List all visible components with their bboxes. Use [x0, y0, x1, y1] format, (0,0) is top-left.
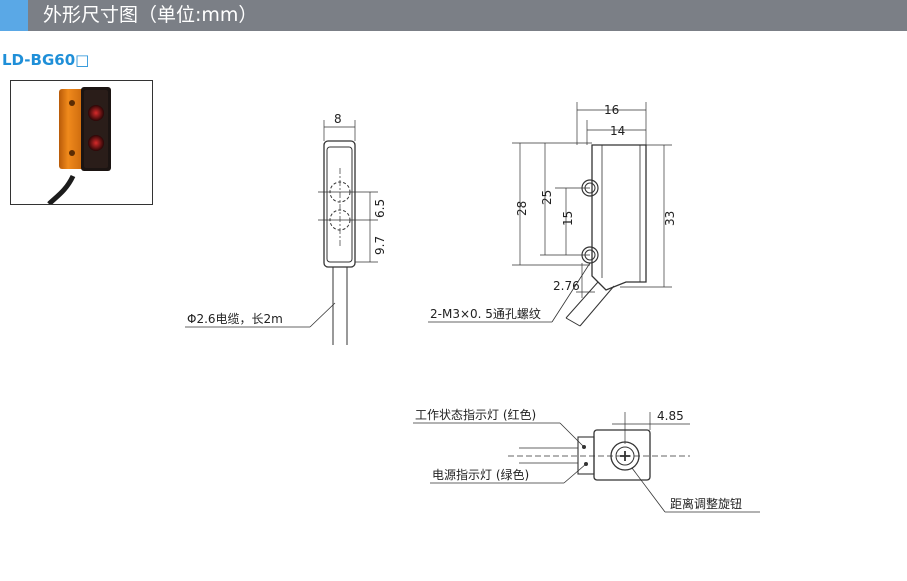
top-view — [413, 412, 760, 513]
dim-side-right-height: 33 — [663, 211, 677, 226]
page-title: 外形尺寸图（单位:mm） — [43, 4, 258, 26]
dim-side-hole-offset: 2.76 — [553, 279, 580, 293]
front-view — [318, 120, 378, 345]
product-photo — [10, 80, 153, 205]
dim-side-left-height: 28 — [515, 201, 529, 216]
adjust-knob-label: 距离调整旋钮 — [670, 496, 742, 511]
work-indicator-label: 工作状态指示灯 (红色) — [415, 407, 536, 422]
section-header-bar: 外形尺寸图（单位:mm） — [0, 0, 907, 31]
dim-top-knob-offset: 4.85 — [657, 409, 684, 423]
dim-side-hole-to-top: 25 — [540, 190, 554, 205]
cable-label: Φ2.6电缆，长2m — [187, 312, 283, 326]
dim-side-hole-spacing: 15 — [561, 211, 575, 226]
dim-front-width: 8 — [334, 112, 342, 126]
dim-side-body-width: 14 — [610, 124, 625, 138]
dim-front-lower-spacing: 9.7 — [373, 236, 387, 255]
power-indicator-dot — [584, 462, 588, 466]
sensor-photo-illustration — [47, 87, 111, 204]
thread-label: 2-M3×0. 5通孔螺纹 — [430, 307, 541, 321]
work-indicator-dot — [582, 445, 586, 449]
side-view — [512, 102, 672, 327]
dim-side-total-width: 16 — [604, 103, 619, 117]
power-indicator-label: 电源指示灯 (绿色) — [432, 467, 529, 482]
header-accent-block — [0, 0, 28, 31]
dim-front-upper-spacing: 6.5 — [373, 199, 387, 218]
model-name: LD-BG60□ — [2, 51, 90, 69]
